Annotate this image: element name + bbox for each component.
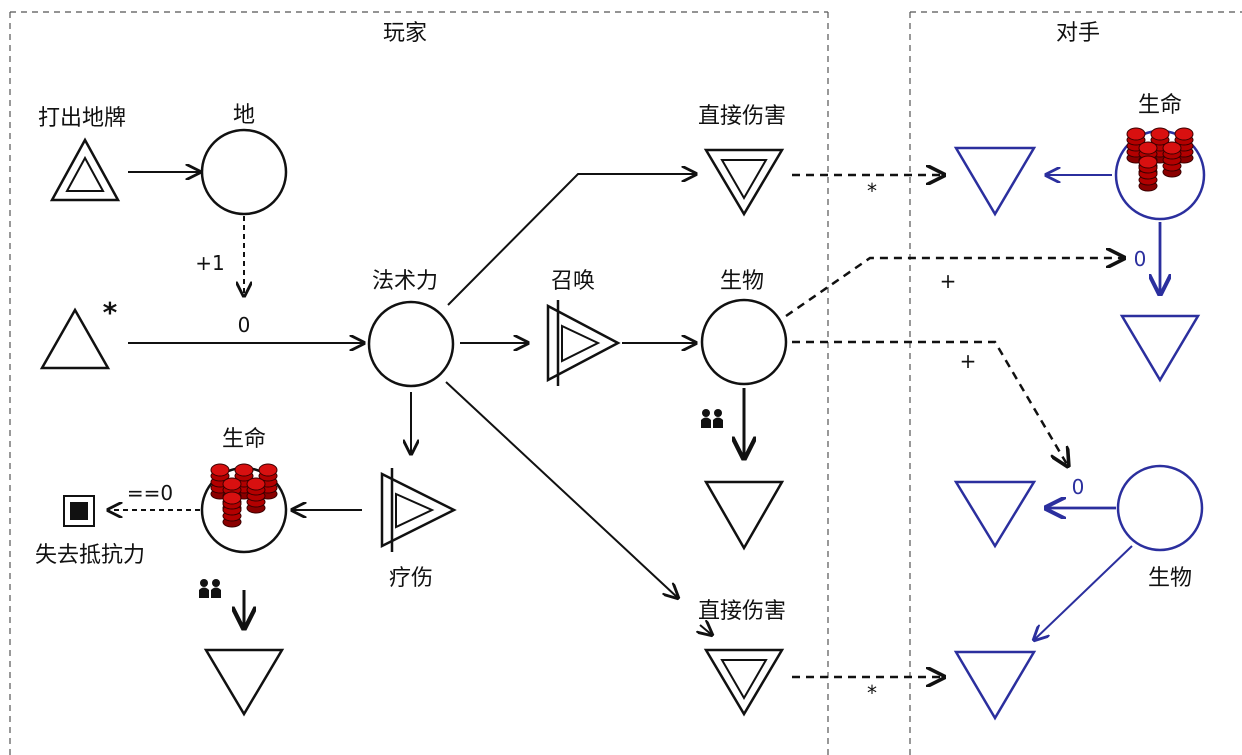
opp-damage-drain-bottom <box>953 650 1037 721</box>
opp-creature-node: 生物 <box>1116 464 1204 591</box>
inverted-triangle-drain-icon <box>703 648 785 717</box>
inverted-triangle-drain-icon <box>703 148 785 217</box>
lose-label: 失去抵抗力 <box>35 543 145 568</box>
lose-node: 失去抵抗力 <box>35 495 145 568</box>
triangle-source-icon <box>39 307 111 370</box>
edge-label-lose-cond: ==0 <box>127 481 173 505</box>
section-title-opponent: 对手 <box>1056 21 1100 46</box>
summon-label: 召唤 <box>551 269 595 294</box>
creature-drain-node <box>703 480 785 551</box>
opp-life-node: 生命 <box>1114 93 1206 221</box>
circle-pool-icon <box>367 300 455 388</box>
triangle-source-icon <box>49 137 121 202</box>
opp-creature-label: 生物 <box>1148 566 1192 591</box>
opp-damage-drain-top <box>953 146 1037 217</box>
land-label: 地 <box>233 103 255 128</box>
creature-label: 生物 <box>720 269 764 294</box>
opp-creature-drain <box>953 480 1037 549</box>
edge-label-creature-plus-top: + <box>940 269 957 293</box>
resource-token-icon <box>210 463 278 528</box>
edge-direct-damage-trigger <box>700 625 712 635</box>
life-drain-node <box>203 648 285 717</box>
creature-node: 生物 <box>700 269 788 428</box>
opponent-section <box>909 11 1242 755</box>
direct-damage-bottom-node: 直接伤害 <box>698 599 786 717</box>
mana-node: 法术力 <box>367 269 455 388</box>
opp-life-label: 生命 <box>1138 93 1182 118</box>
opp-life-drain <box>1119 314 1201 383</box>
circle-pool-icon <box>200 128 288 216</box>
converter-icon <box>380 471 457 549</box>
edge-creature-to-opp-life-state <box>785 258 1124 318</box>
inverted-triangle-drain-icon <box>203 648 285 717</box>
inverted-triangle-drain-icon <box>703 480 785 551</box>
summon-node: 召唤 <box>546 269 621 386</box>
heal-node: 疗伤 <box>380 468 457 591</box>
edge-label-creature-plus-bottom: + <box>960 349 977 373</box>
circle-pool-icon <box>700 298 788 386</box>
play-land-node: 打出地牌 <box>38 106 126 202</box>
direct-damage-bottom-label: 直接伤害 <box>698 599 786 624</box>
converter-icon <box>546 303 621 383</box>
direct-damage-top-node: 直接伤害 <box>698 104 786 217</box>
end-condition-icon <box>63 495 95 527</box>
land-node: 地 <box>200 103 288 216</box>
heal-label: 疗伤 <box>389 566 433 591</box>
source-star: * <box>103 296 118 329</box>
inverted-triangle-drain-icon <box>953 480 1037 549</box>
player-interaction-icon <box>701 409 723 428</box>
player-section <box>9 11 829 755</box>
edges-cross <box>785 175 1124 677</box>
inverted-triangle-drain-icon <box>1119 314 1201 383</box>
play-land-label: 打出地牌 <box>38 106 126 131</box>
edges-player <box>108 172 744 635</box>
life-label: 生命 <box>222 427 266 452</box>
direct-damage-top-label: 直接伤害 <box>698 104 786 129</box>
player-interaction-icon <box>199 579 221 598</box>
edge-label-opp-zero-mid: 0 <box>1072 475 1085 499</box>
edge-mana-to-direct-damage-bottom <box>445 381 678 598</box>
edge-label-zero-main: 0 <box>238 313 251 337</box>
inverted-triangle-drain-icon <box>953 650 1037 721</box>
mana-label: 法术力 <box>372 269 438 294</box>
edge-creature-to-opp-creature-state <box>792 340 1068 466</box>
edge-opp-creature-to-drain-bottom <box>1034 545 1133 640</box>
edge-label-land-plus: +1 <box>195 251 224 275</box>
mana-source-node: * <box>39 296 118 370</box>
edge-label-damage-star-top: * <box>867 179 877 203</box>
section-title-player: 玩家 <box>383 21 427 46</box>
circle-pool-icon <box>1116 464 1204 552</box>
edge-label-damage-star-bottom: * <box>867 681 877 705</box>
life-node: 生命 <box>199 427 288 598</box>
inverted-triangle-drain-icon <box>953 146 1037 217</box>
edge-mana-to-direct-damage-top <box>447 174 696 306</box>
edges-opponent <box>1034 175 1160 640</box>
resource-token-icon <box>1126 127 1194 192</box>
edge-label-opp-zero-top: 0 <box>1134 247 1147 271</box>
